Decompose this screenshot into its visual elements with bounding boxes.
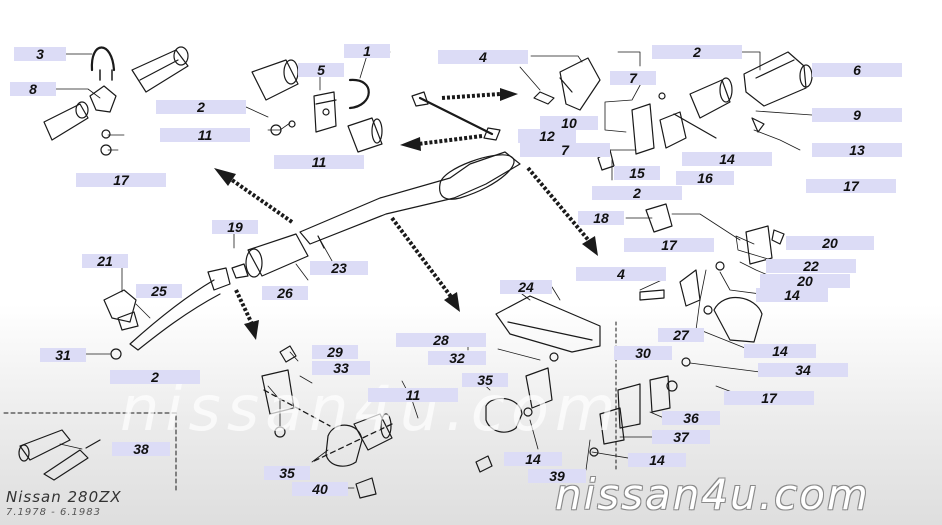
part-callout: 1 bbox=[344, 44, 390, 58]
part-callout: 6 bbox=[812, 63, 902, 77]
part-callout: 7 bbox=[610, 71, 656, 85]
part-callout: 20 bbox=[786, 236, 874, 250]
part-callout: 37 bbox=[652, 430, 710, 444]
part-callout: 4 bbox=[438, 50, 528, 64]
part-callout: 19 bbox=[212, 220, 258, 234]
part-callout: 14 bbox=[756, 288, 828, 302]
part-callout: 40 bbox=[292, 482, 348, 496]
part-callout: 13 bbox=[812, 143, 902, 157]
background-watermark: nissan4u.com bbox=[120, 372, 622, 445]
part-callout: 14 bbox=[682, 152, 772, 166]
part-callout: 35 bbox=[462, 373, 508, 387]
direction-arrows bbox=[214, 88, 598, 340]
leader-lines bbox=[55, 51, 813, 489]
part-callout: 32 bbox=[428, 351, 486, 365]
part-callout: 31 bbox=[40, 348, 86, 362]
part-callout: 26 bbox=[262, 286, 308, 300]
part-callout: 28 bbox=[396, 333, 486, 347]
part-callout: 7 bbox=[520, 143, 610, 157]
part-callout: 3 bbox=[14, 47, 66, 61]
part-callout: 30 bbox=[614, 346, 672, 360]
part-callout: 24 bbox=[500, 280, 552, 294]
part-callout: 4 bbox=[576, 267, 666, 281]
part-callout: 2 bbox=[592, 186, 682, 200]
part-callout: 5 bbox=[298, 63, 344, 77]
part-callout: 22 bbox=[766, 259, 856, 273]
part-callout: 2 bbox=[156, 100, 246, 114]
part-callout: 34 bbox=[758, 363, 848, 377]
part-callout: 23 bbox=[310, 261, 368, 275]
part-callout: 17 bbox=[624, 238, 714, 252]
part-callout: 29 bbox=[312, 345, 358, 359]
part-callout: 17 bbox=[76, 173, 166, 187]
part-callout: 17 bbox=[724, 391, 814, 405]
part-callout: 12 bbox=[518, 129, 576, 143]
part-callout: 8 bbox=[10, 82, 56, 96]
part-callout: 35 bbox=[264, 466, 310, 480]
part-callout: 18 bbox=[578, 211, 624, 225]
part-callout: 27 bbox=[658, 328, 704, 342]
model-name: Nissan 280ZX bbox=[6, 488, 122, 506]
part-callout: 38 bbox=[112, 442, 170, 456]
part-callout: 15 bbox=[614, 166, 660, 180]
part-callout: 25 bbox=[136, 284, 182, 298]
part-callout: 17 bbox=[806, 179, 896, 193]
part-callout: 2 bbox=[110, 370, 200, 384]
part-callout: 14 bbox=[628, 453, 686, 467]
diagram-caption: Nissan 280ZX 7.1978 - 6.1983 bbox=[6, 488, 122, 518]
site-watermark: nissan4u.com bbox=[555, 470, 870, 519]
part-callout: 16 bbox=[676, 171, 734, 185]
part-callout: 11 bbox=[274, 155, 364, 169]
part-callout: 14 bbox=[504, 452, 562, 466]
part-callout: 39 bbox=[528, 469, 586, 483]
part-callout: 10 bbox=[540, 116, 598, 130]
part-callout: 14 bbox=[744, 344, 816, 358]
part-callout: 11 bbox=[368, 388, 458, 402]
part-callout: 2 bbox=[652, 45, 742, 59]
part-callout: 21 bbox=[82, 254, 128, 268]
production-years: 7.1978 - 6.1983 bbox=[6, 507, 101, 518]
part-callout: 33 bbox=[312, 361, 370, 375]
part-callout: 11 bbox=[160, 128, 250, 142]
part-callout: 9 bbox=[812, 108, 902, 122]
part-callout: 36 bbox=[662, 411, 720, 425]
part-callout: 20 bbox=[760, 274, 850, 288]
